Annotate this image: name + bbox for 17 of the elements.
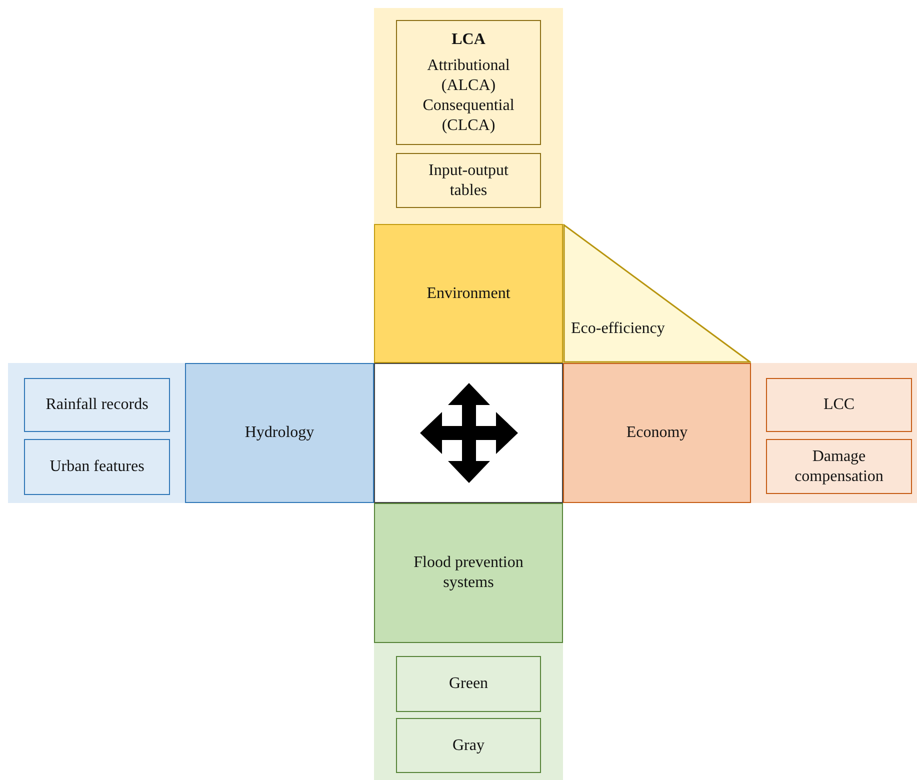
method-box: Gray xyxy=(396,718,541,773)
method-box: LCC xyxy=(766,378,912,432)
method-box: Damage compensation xyxy=(766,439,912,494)
method-box xyxy=(396,20,541,145)
center-box xyxy=(374,363,563,503)
method-box: Green xyxy=(396,656,541,712)
category-label: Eco-efficiency xyxy=(570,319,666,339)
category-box: Hydrology xyxy=(185,363,374,503)
method-box: Urban features xyxy=(24,439,170,495)
category-box: Flood prevention systems xyxy=(374,503,563,643)
category-box: Environment xyxy=(374,224,563,363)
panel-background xyxy=(374,643,563,780)
method-box: Input-output tables xyxy=(396,153,541,208)
category-box: Economy xyxy=(563,363,751,503)
box-heading: LCA xyxy=(450,30,486,50)
method-box: Rainfall records xyxy=(24,378,170,432)
box-text: Attributional (ALCA) Consequential (CLCA) xyxy=(422,56,516,136)
